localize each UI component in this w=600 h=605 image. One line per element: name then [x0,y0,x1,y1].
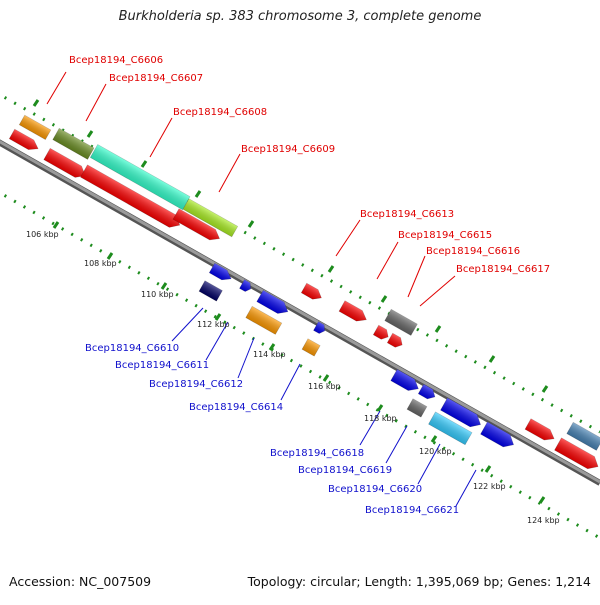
tick-labels: 106 kbp 108 kbp 110 kbp 112 kbp 114 kbp … [26,230,560,525]
gene-feature-shading [566,422,600,451]
gene-feature-shading [43,148,86,178]
gene-feature-shading [440,397,481,427]
gene-label[interactable]: Bcep18194_C6606 [69,55,163,66]
tick-label: 110 kbp [141,290,174,299]
gene-feature-shading [480,421,514,447]
map-title: Burkholderia sp. 383 chromosome 3, compl… [118,9,482,24]
chromosome-backbone [0,140,600,484]
bottom-gene-labels: Bcep18194_C6610 Bcep18194_C6611 Bcep1819… [85,343,459,516]
tick-label: 116 kbp [308,382,341,391]
gene-feature-shading [387,333,403,348]
gene-feature-shading [554,437,599,469]
gene-feature-shading [183,198,238,237]
tick-label: 120 kbp [419,447,452,456]
gene-feature-shading [302,338,321,357]
gene-feature-shading [418,384,435,399]
gene-label[interactable]: Bcep18194_C6615 [398,230,492,241]
gene-label[interactable]: Bcep18194_C6618 [270,448,364,459]
gene-feature-shading [199,280,223,302]
gene-feature-shading [313,321,325,334]
gene-label[interactable]: Bcep18194_C6613 [360,209,454,220]
gene-label[interactable]: Bcep18194_C6611 [115,360,209,371]
gene-feature-shading [80,164,180,228]
gene-feature-shading [390,369,419,391]
tick-label: 122 kbp [473,482,506,491]
gene-label[interactable]: Bcep18194_C6609 [241,144,335,155]
gene-feature-shading [9,129,39,150]
gene-feature-shading [384,309,418,336]
gene-feature-shading [173,208,220,240]
tick-label: 106 kbp [26,230,59,239]
gene-feature-shading [339,300,367,322]
tick-label: 112 kbp [197,320,230,329]
gene-label[interactable]: Bcep18194_C6612 [149,379,243,390]
gene-label[interactable]: Bcep18194_C6619 [298,465,392,476]
top-callout-lines [46,71,456,307]
gene-label[interactable]: Bcep18194_C6621 [365,505,459,516]
gene-label[interactable]: Bcep18194_C6610 [85,343,179,354]
tick-label: 124 kbp [527,516,560,525]
inner-tick-marks [52,221,546,504]
genome-summary-text: Topology: circular; Length: 1,395,069 bp… [247,574,591,589]
gene-feature-shading [525,418,555,441]
bottom-callout-lines [171,307,477,507]
gene-label[interactable]: Bcep18194_C6608 [173,107,267,118]
gene-label[interactable]: Bcep18194_C6617 [456,264,550,275]
gene-feature-shading [301,283,322,300]
tick-label: 108 kbp [84,259,117,268]
gene-feature-shading [209,263,232,280]
gene-feature-shading [245,306,282,335]
accession-text: Accession: NC_007509 [9,574,152,589]
tick-label: 118 kbp [364,414,397,423]
gene-feature-shading [19,115,51,140]
tick-label: 114 kbp [253,350,286,359]
gene-feature-shading [52,128,95,160]
gene-feature-shading [90,144,190,210]
gene-feature-shading [373,325,389,340]
outer-tick-marks [32,99,549,393]
gene-label[interactable]: Bcep18194_C6614 [189,402,283,413]
gene-label[interactable]: Bcep18194_C6620 [328,484,422,495]
gene-feature-shading [256,290,288,314]
gene-feature-shading [407,398,427,418]
gene-feature-shading [428,411,473,445]
gene-label[interactable]: Bcep18194_C6616 [426,246,520,257]
gene-feature-shading [239,279,251,292]
top-gene-labels: Bcep18194_C6606 Bcep18194_C6607 Bcep1819… [69,55,550,275]
gene-label[interactable]: Bcep18194_C6607 [109,73,203,84]
